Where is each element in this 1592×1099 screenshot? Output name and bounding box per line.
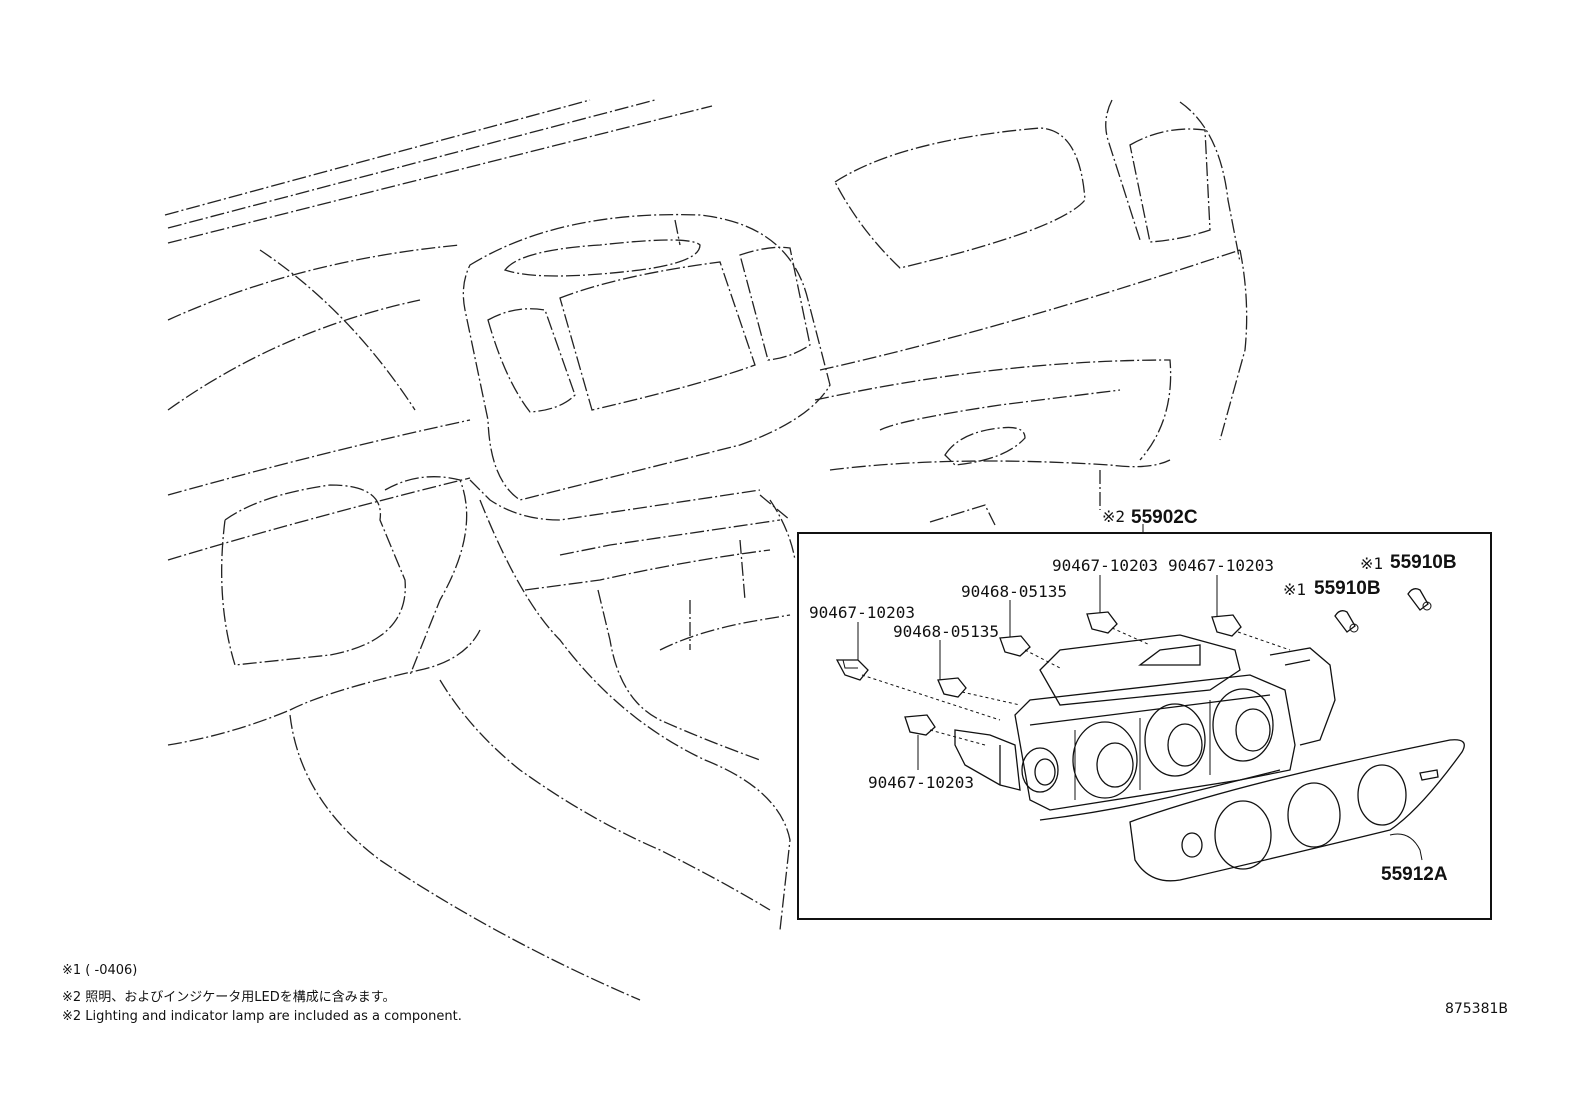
- footnote-2-english: ※2 Lighting and indicator lamp are inclu…: [62, 1009, 462, 1024]
- bulb-a-part-number: 55910B: [1314, 578, 1381, 599]
- clip-mid-b: [999, 635, 1031, 657]
- bezel-panel: [1129, 739, 1465, 882]
- leader-lines: [857, 575, 1423, 861]
- assembly-mark: ※2: [1102, 507, 1125, 526]
- clip-bottom: [904, 714, 936, 736]
- clip-mid-a-part-number: 90468-05135: [961, 582, 1067, 601]
- dashboard-phantom-outline: [164, 99, 1248, 1001]
- illustration-code: 875381B: [1444, 1001, 1508, 1017]
- clip-left: [835, 659, 869, 681]
- bulb-b: [1407, 588, 1432, 611]
- clip-top-a-part-number: 90467-10203: [1052, 556, 1158, 575]
- detail-frame: [797, 532, 1492, 920]
- bulb-b-part-number: 55910B: [1390, 552, 1457, 573]
- ac-control-unit: [954, 634, 1336, 821]
- bulb-a: [1334, 610, 1359, 633]
- clip-bottom-part-number: 90467-10203: [868, 773, 974, 792]
- clip-top-a: [1086, 611, 1118, 634]
- bulb-b-mark: ※1: [1360, 554, 1383, 573]
- clip-mid-b-part-number: 90468-05135: [893, 622, 999, 641]
- footnote-2-japanese: ※2 照明、およびインジケータ用LEDを構成に含みます。: [62, 990, 396, 1005]
- clip-left-part-number: 90467-10203: [809, 603, 915, 622]
- assembly-part-number: 55902C: [1131, 507, 1198, 528]
- clip-top-b: [1211, 614, 1242, 637]
- footnote-1: ※1 ( -0406): [62, 963, 138, 978]
- clip-top-b-part-number: 90467-10203: [1168, 556, 1274, 575]
- panel-part-number: 55912A: [1381, 864, 1448, 885]
- clip-mid-a: [937, 677, 967, 698]
- part-labels: ※2 55902C 90467-10203 90467-10203 90468-…: [809, 507, 1457, 885]
- bulb-a-mark: ※1: [1283, 580, 1306, 599]
- install-paths: [861, 627, 1291, 746]
